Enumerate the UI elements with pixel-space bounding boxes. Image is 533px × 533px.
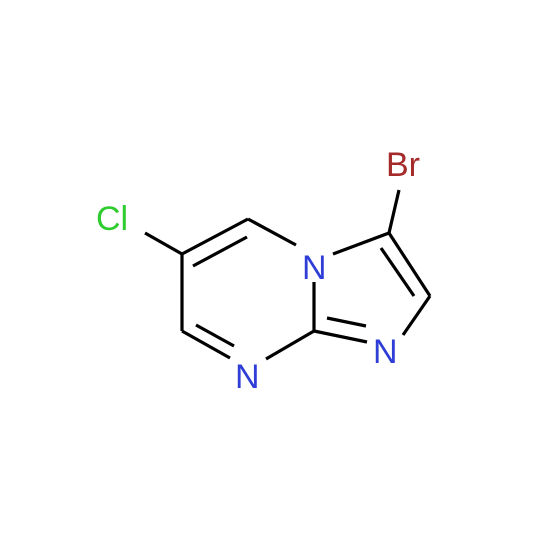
bond-c3-br: [387, 189, 401, 234]
atom-cl-label: Cl: [96, 200, 128, 238]
bond-c8a-nim: [313, 329, 368, 344]
atom-n-pyrimidine-label: N: [235, 358, 260, 396]
bond-c5-n: [181, 329, 231, 360]
atom-n-bridge-label: N: [302, 249, 327, 287]
bond-c3-nbridge: [332, 231, 390, 256]
atom-labels: Br Cl N N N: [96, 146, 420, 396]
bonds: [144, 189, 432, 361]
bond-c8a-nim-double: [326, 316, 367, 328]
bond-c6-c7-double: [192, 235, 248, 268]
bond-nim-c2: [401, 295, 432, 336]
bond-c2-c3-double: [379, 247, 416, 297]
bond-c6-cl: [144, 231, 183, 256]
bond-c6-c7: [181, 217, 249, 256]
bond-n-c8a: [265, 329, 315, 361]
bond-c7-nbridge: [247, 217, 297, 247]
atom-n-imidazole-label: N: [373, 333, 398, 371]
bond-c5-n-double: [195, 323, 235, 348]
atom-br-label: Br: [386, 146, 420, 184]
bond-c2-c3: [387, 232, 432, 297]
